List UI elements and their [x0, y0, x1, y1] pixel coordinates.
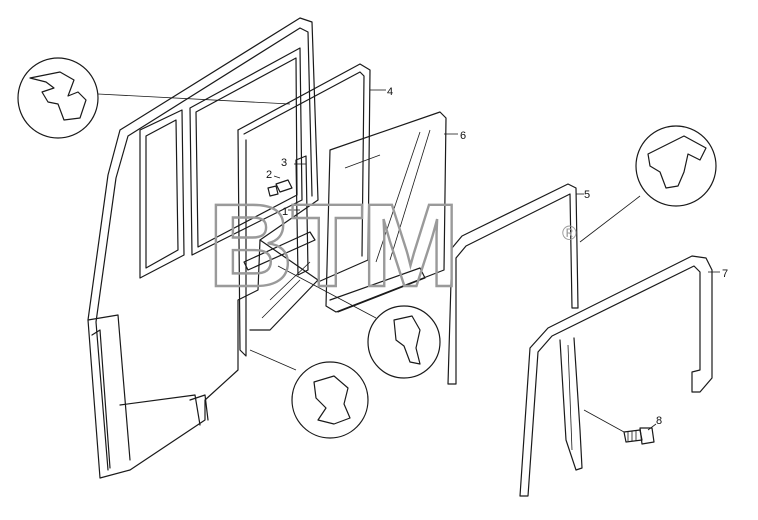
callout-3: 3 — [281, 157, 287, 169]
window-seal-frame-part-4 — [237, 63, 371, 357]
callout-7: 7 — [722, 268, 728, 280]
trim-frame-part-7 — [519, 255, 713, 497]
registered-mark: ® — [562, 223, 577, 245]
callout-2: 2 — [266, 169, 272, 181]
callout-labels: 1 2 3 4 5 6 7 8 — [266, 86, 728, 427]
btm-watermark: BTM ® — [207, 179, 577, 313]
callout-1: 1 — [282, 206, 288, 218]
watermark-text: BTM — [208, 180, 458, 312]
leader-lines — [97, 89, 720, 433]
callout-5: 5 — [584, 189, 590, 201]
callout-6: 6 — [460, 130, 466, 142]
screw-part-2 — [267, 179, 293, 197]
door-glass-part-6 — [249, 111, 447, 331]
detail-circle-lower-left — [291, 361, 369, 439]
run-channel-part-5 — [447, 183, 579, 385]
detail-circle-right — [635, 125, 717, 207]
detail-circle-middle — [367, 305, 441, 379]
callout-8: 8 — [656, 415, 662, 427]
bolt-part-8 — [623, 427, 655, 445]
detail-circle-top-left — [17, 57, 99, 139]
callout-4: 4 — [387, 86, 393, 98]
